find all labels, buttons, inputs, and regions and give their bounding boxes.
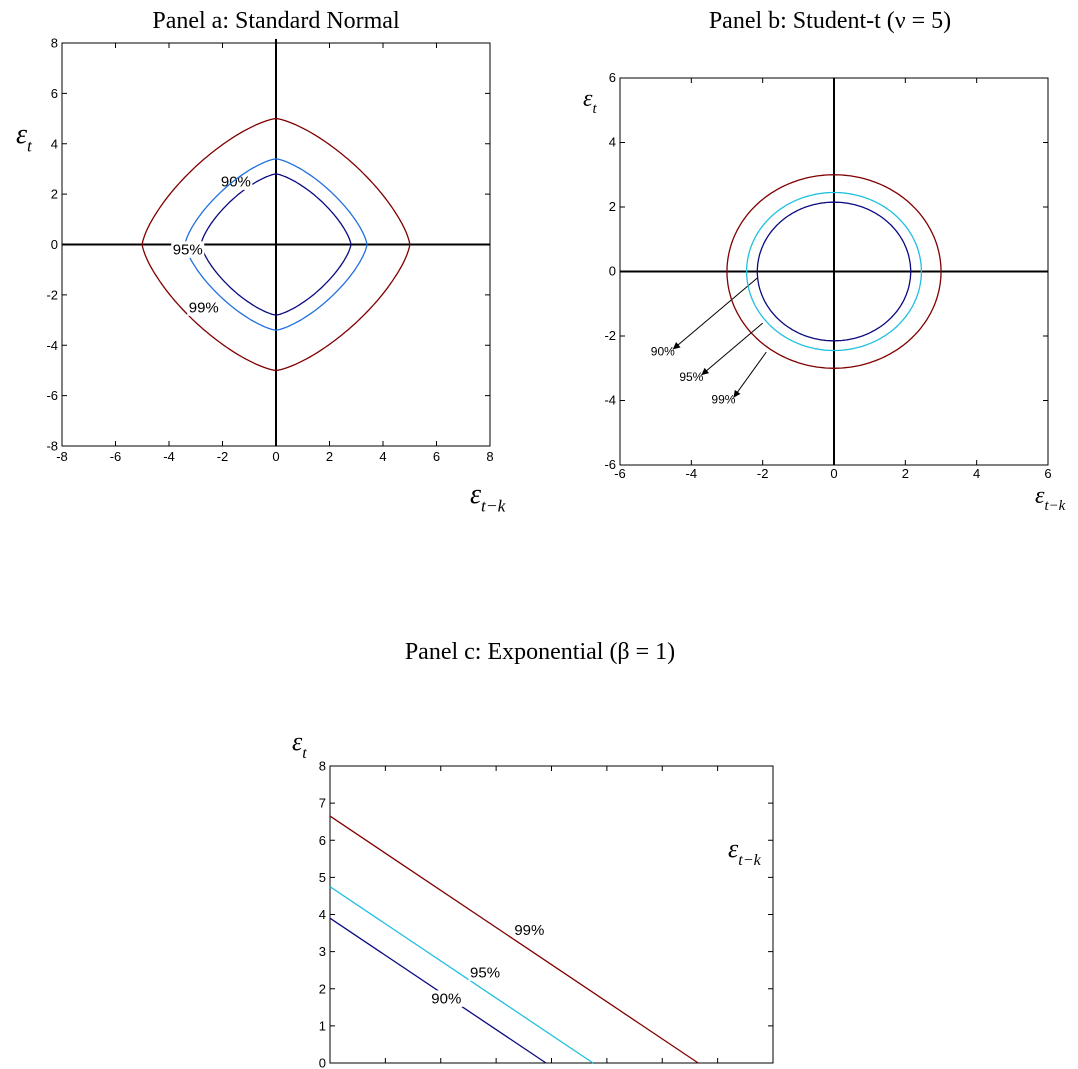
y-tick-label: 0	[51, 237, 58, 252]
contour-label: 99%	[189, 300, 219, 317]
y-tick-label: 8	[319, 759, 326, 774]
x-tick-label: 7	[714, 1066, 721, 1069]
x-tick-label: -4	[686, 466, 698, 481]
y-tick-label: -6	[46, 388, 58, 403]
x-tick-label: 6	[433, 449, 440, 464]
y-tick-label: -2	[604, 328, 616, 343]
x-tick-label: 8	[486, 449, 493, 464]
y-tick-label: 4	[51, 136, 58, 151]
x-tick-label: 4	[379, 449, 386, 464]
y-tick-label: 0	[319, 1056, 326, 1069]
contour-label: 95%	[173, 242, 203, 259]
y-tick-label: -4	[604, 392, 616, 407]
annotation-arrow	[733, 351, 767, 399]
contour-95	[745, 191, 923, 352]
contour-99	[329, 815, 699, 1064]
contour-label: 99%	[514, 922, 544, 939]
contour-label: 90%	[221, 174, 251, 191]
y-tick-label: 6	[51, 86, 58, 101]
x-axis-label: εt−k	[728, 834, 762, 869]
x-tick-label: -8	[56, 449, 68, 464]
y-tick-label: -2	[46, 287, 58, 302]
y-axis-label: εt	[292, 727, 307, 762]
annotation-arrow	[701, 322, 763, 376]
y-tick-label: 7	[319, 796, 326, 811]
contour-99	[726, 174, 942, 369]
x-tick-label: 1	[382, 1066, 389, 1069]
y-tick-label: 4	[319, 907, 326, 922]
x-tick-label: 2	[437, 1066, 444, 1069]
y-axis-label: εt	[583, 86, 597, 117]
x-tick-label: -6	[110, 449, 122, 464]
y-tick-label: 1	[319, 1018, 326, 1033]
y-tick-label: -4	[46, 338, 58, 353]
y-tick-label: 2	[51, 187, 58, 202]
contour-label-bg	[512, 921, 546, 939]
x-tick-label: 5	[603, 1066, 610, 1069]
panel-c: Panel c: Exponential (β = 1) 0 1 2 3 4 5 6 7 8 0 1 2…	[292, 639, 777, 1069]
x-tick-label: 2	[902, 466, 909, 481]
x-tick-label: 4	[548, 1066, 555, 1069]
x-tick-label: 0	[830, 466, 837, 481]
y-tick-label: 8	[51, 36, 58, 51]
y-tick-label: 3	[319, 944, 326, 959]
contour-label: 90%	[651, 344, 675, 358]
y-tick-label: 6	[609, 70, 616, 85]
contour-label: 95%	[470, 965, 500, 982]
y-tick-label: 0	[609, 263, 616, 278]
contour-label-bg	[429, 990, 463, 1007]
x-tick-label: 4	[973, 466, 980, 481]
contour-95	[329, 886, 594, 1064]
contour-label: 95%	[679, 370, 703, 384]
x-axis-label: εt−k	[1035, 483, 1066, 514]
y-tick-label: 2	[319, 981, 326, 996]
arrow-head	[701, 367, 710, 376]
panel-a: Panel a: Standard Normal -8 -6 -4 -2 0 2 4 6 8 -8 -…	[16, 8, 506, 515]
annotation-arrow	[672, 277, 758, 350]
x-tick-label: 3	[493, 1066, 500, 1069]
axes-frame	[329, 765, 774, 1064]
arrow-head	[672, 342, 681, 350]
x-tick-label: 6	[659, 1066, 666, 1069]
contour-99	[141, 117, 411, 372]
contour-label-bg	[171, 241, 205, 258]
x-tick-label: 2	[326, 449, 333, 464]
y-tick-label: 6	[319, 833, 326, 848]
panel-b: Panel b: Student-t (ν = 5) -6 -4 -2 0 2 4 6 -6 -4…	[583, 8, 1066, 514]
contour-label: 90%	[431, 991, 461, 1008]
y-tick-label: 2	[609, 199, 616, 214]
x-axis-label: εt−k	[470, 479, 506, 515]
contour-label-bg	[468, 964, 502, 981]
x-tick-label: 0	[272, 449, 279, 464]
contour-90	[756, 201, 912, 342]
panel-title: Panel c: Exponential (β = 1)	[405, 639, 675, 665]
panel-title: Panel a: Standard Normal	[152, 8, 400, 34]
y-tick-label: 4	[609, 134, 616, 149]
contour-label-bg	[187, 299, 221, 316]
x-tick-label: 8	[769, 1066, 776, 1069]
x-tick-label: 0	[326, 1066, 333, 1069]
x-tick-label: -2	[217, 449, 229, 464]
x-tick-label: -6	[614, 466, 626, 481]
contour-label: 99%	[711, 393, 735, 407]
arrow-head	[733, 389, 741, 398]
x-tick-label: 6	[1044, 466, 1051, 481]
panel-title: Panel b: Student-t (ν = 5)	[709, 8, 951, 34]
y-tick-label: -8	[46, 439, 58, 454]
x-tick-label: -2	[757, 466, 769, 481]
x-tick-label: -4	[163, 449, 175, 464]
y-tick-label: 5	[319, 870, 326, 885]
y-axis-label: εt	[16, 119, 33, 155]
y-tick-label: -6	[604, 457, 616, 472]
